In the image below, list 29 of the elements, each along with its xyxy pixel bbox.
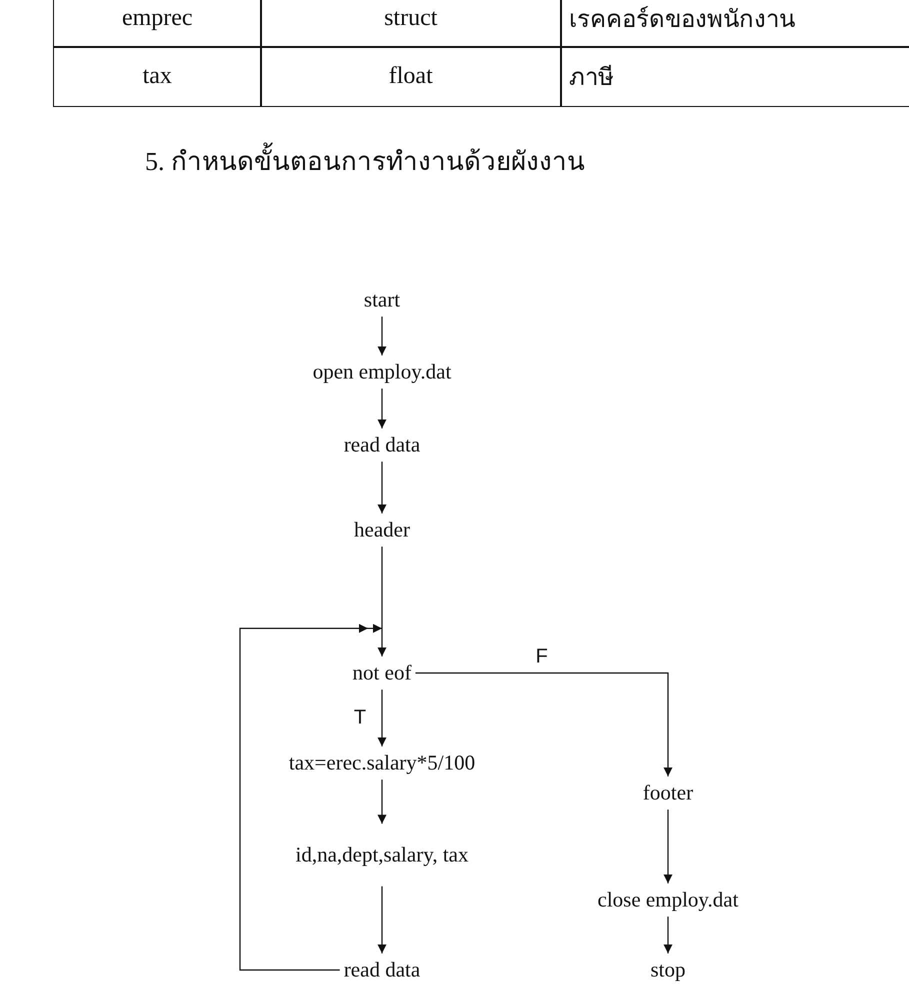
arrow	[378, 690, 386, 746]
flowchart-step: start	[364, 287, 400, 313]
flowchart-step: not eof	[352, 660, 412, 686]
arrow	[378, 388, 386, 428]
table-cell: emprec	[53, 0, 262, 48]
arrow	[239, 624, 368, 971]
flowchart-step: stop	[650, 957, 686, 983]
flowchart-step: tax=erec.salary*5/100	[288, 750, 476, 776]
table-cell: เรคคอร์ดของพนักงาน	[560, 0, 909, 48]
arrow	[664, 916, 672, 954]
flowchart-step: close employ.dat	[598, 887, 738, 913]
arrow	[664, 810, 672, 884]
table-cell: tax	[53, 46, 262, 106]
section-heading: 5. กำหนดขั้นตอนการทำงานด้วยผังงาน	[145, 140, 585, 181]
arrow	[378, 546, 386, 656]
table-cell: struct	[260, 0, 562, 48]
table-cell: ภาษี	[560, 46, 909, 106]
flowchart-step: read data	[344, 432, 420, 458]
flowchart-step: footer	[642, 780, 694, 806]
flowchart-step: id,na,dept,salary, tax	[282, 828, 482, 882]
arrow	[378, 316, 386, 356]
table-cell: float	[260, 46, 562, 106]
arrow	[378, 886, 386, 954]
flowchart-step: open employ.dat	[312, 359, 452, 385]
flowchart-step: header	[354, 517, 410, 543]
arrow	[378, 780, 386, 824]
arrow	[415, 672, 672, 776]
flowchart-step: read data	[344, 957, 420, 983]
arrow	[378, 462, 386, 514]
